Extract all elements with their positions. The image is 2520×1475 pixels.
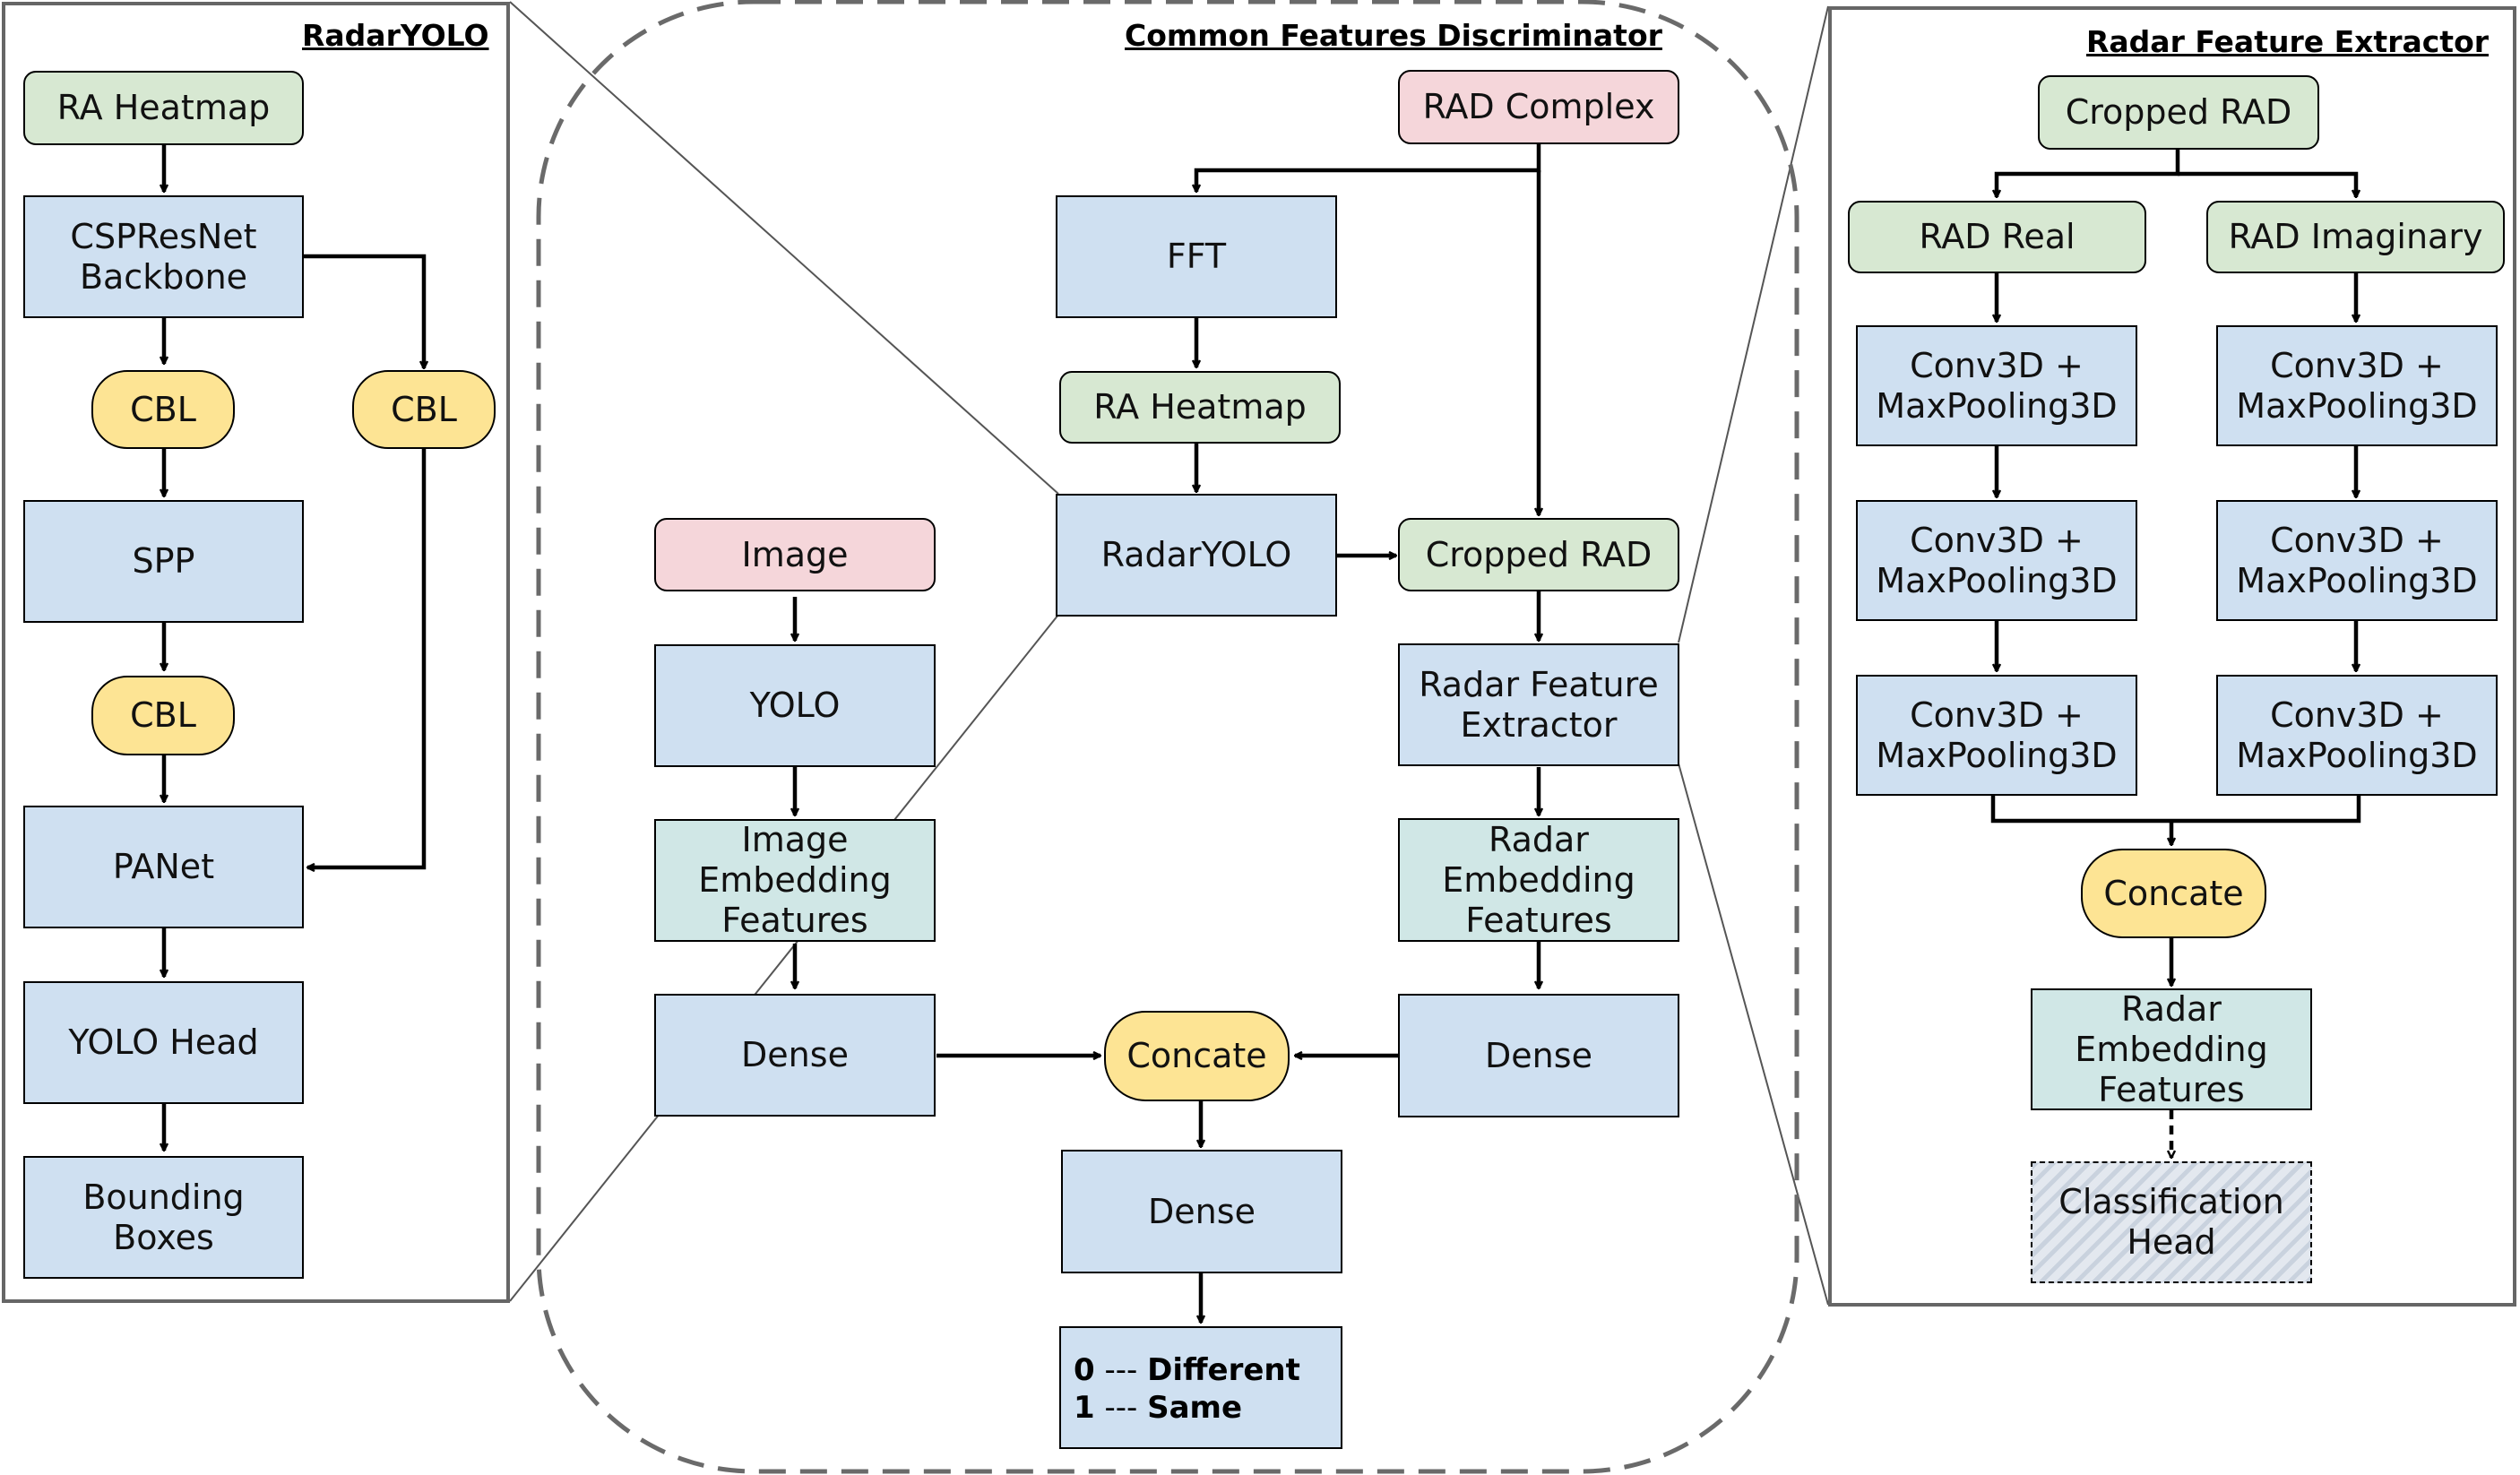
discriminator-image-embedding: Image Embedding Features xyxy=(654,819,936,942)
discriminator-dense-left: Dense xyxy=(654,994,936,1117)
discriminator-outline xyxy=(536,0,1799,1474)
extractor-conv-left-3: Conv3D + MaxPooling3D xyxy=(1856,675,2137,796)
radaryolo-yolo-head: YOLO Head xyxy=(23,981,304,1104)
extractor-radar-embedding: Radar Embedding Features xyxy=(2031,988,2312,1110)
extractor-conv-right-1: Conv3D + MaxPooling3D xyxy=(2216,325,2498,446)
discriminator-panel-title: Common Features Discriminator xyxy=(1125,18,1662,53)
discriminator-dense-right: Dense xyxy=(1398,994,1679,1117)
radaryolo-cbl-3: CBL xyxy=(91,676,235,755)
extractor-conv-left-1: Conv3D + MaxPooling3D xyxy=(1856,325,2137,446)
radaryolo-bounding-boxes: Bounding Boxes xyxy=(23,1156,304,1279)
radaryolo-cbl-1: CBL xyxy=(91,370,235,449)
zoom-guide-lines xyxy=(509,1,1829,1306)
discriminator-fft: FFT xyxy=(1056,195,1337,318)
radaryolo-panel-title: RadarYOLO xyxy=(302,18,489,53)
flow-arrows xyxy=(164,144,2361,1323)
extractor-cropped-rad: Cropped RAD xyxy=(2038,75,2319,150)
radaryolo-backbone: CSPResNet Backbone xyxy=(23,195,304,318)
discriminator-concate: Concate xyxy=(1104,1011,1290,1101)
extractor-conv-left-2: Conv3D + MaxPooling3D xyxy=(1856,500,2137,621)
discriminator-dense-bottom: Dense xyxy=(1061,1150,1342,1273)
discriminator-output: 0 --- Different 1 --- Same xyxy=(1059,1326,1342,1449)
discriminator-image-input: Image xyxy=(654,518,936,591)
extractor-conv-right-3: Conv3D + MaxPooling3D xyxy=(2216,675,2498,796)
radaryolo-panel xyxy=(2,2,510,1303)
output-row-different: 0 --- Different xyxy=(1074,1352,1300,1388)
extractor-panel xyxy=(1828,6,2516,1307)
output-row-same: 1 --- Same xyxy=(1074,1390,1243,1426)
extractor-panel-title: Radar Feature Extractor xyxy=(2086,24,2490,59)
discriminator-radar-feature-extractor: Radar Feature Extractor xyxy=(1398,643,1679,766)
radaryolo-ra-heatmap: RA Heatmap xyxy=(23,71,304,145)
discriminator-cropped-rad: Cropped RAD xyxy=(1398,518,1679,591)
extractor-conv-right-2: Conv3D + MaxPooling3D xyxy=(2216,500,2498,621)
discriminator-radar-embedding: Radar Embedding Features xyxy=(1398,818,1679,942)
discriminator-ra-heatmap: RA Heatmap xyxy=(1059,371,1341,444)
extractor-rad-imaginary: RAD Imaginary xyxy=(2206,201,2505,273)
extractor-classification-head: Classification Head xyxy=(2031,1161,2312,1283)
discriminator-yolo: YOLO xyxy=(654,644,936,767)
radaryolo-panet: PANet xyxy=(23,806,304,928)
extractor-concate: Concate xyxy=(2081,849,2266,938)
radaryolo-cbl-2: CBL xyxy=(352,370,496,449)
radaryolo-spp: SPP xyxy=(23,500,304,623)
discriminator-rad-complex: RAD Complex xyxy=(1398,70,1679,144)
discriminator-radaryolo: RadarYOLO xyxy=(1056,494,1337,617)
extractor-rad-real: RAD Real xyxy=(1848,201,2146,273)
